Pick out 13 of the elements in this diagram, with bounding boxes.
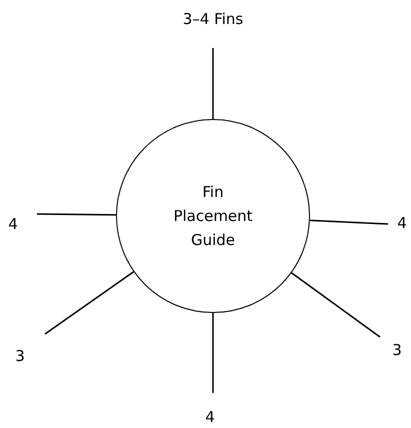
circle-title: Fin Placement Guide [172,182,254,251]
fin-count-label: 3 [392,342,402,358]
connector-line [212,48,214,119]
connector-line [212,313,214,393]
connector-line [37,213,116,216]
fin-count-label: 3 [15,348,25,364]
connector-line [44,271,134,335]
fin-count-label: 4 [8,216,18,232]
fin-count-label: 4 [205,408,215,426]
connector-line [291,272,380,338]
fin-count-label: 4 [397,214,407,232]
connector-line [310,220,388,225]
fin-count-label: 3–4 Fins [182,10,244,28]
